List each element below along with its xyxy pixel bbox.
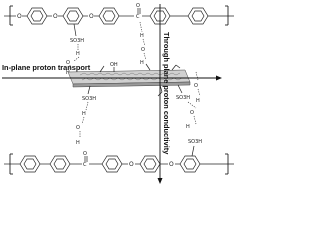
bottom-ether-o-2: O bbox=[169, 161, 174, 168]
top-polymer-chain: O O O C O SO3H H O H bbox=[4, 3, 234, 66]
right-o: O bbox=[194, 83, 198, 89]
right-h: H bbox=[196, 98, 200, 104]
right-o2: O bbox=[190, 110, 194, 116]
top-ether-o-1: O bbox=[17, 13, 22, 20]
top-carbonyl-o: O bbox=[136, 3, 140, 9]
diagram-canvas: O O O C O SO3H H O H bbox=[2, 3, 234, 184]
sheet-oh: OH bbox=[110, 62, 118, 68]
left-lower-o: O bbox=[76, 125, 80, 131]
top-left-h2: H bbox=[66, 70, 70, 76]
right-water-bridge: O H O H bbox=[186, 71, 201, 130]
top-ether-o-2: O bbox=[53, 13, 58, 20]
through-plane-label: Through plane proton conductivity bbox=[162, 32, 171, 155]
through-plane-arrow bbox=[157, 4, 163, 184]
left-lower-water-bridge: H O H bbox=[76, 101, 89, 146]
top-left-h: H bbox=[76, 51, 80, 57]
central-sheet: OH SO3H SO3H bbox=[67, 62, 191, 102]
top-left-o: O bbox=[66, 60, 70, 66]
sheet-so3h-left: SO3H bbox=[82, 96, 96, 102]
top-left-water-bridge: H O H bbox=[66, 44, 80, 76]
top-o-water-1: O bbox=[141, 47, 145, 53]
left-lower-h2: H bbox=[76, 140, 80, 146]
left-lower-h: H bbox=[82, 111, 86, 117]
bottom-polymer-chain: C O O O SO3H bbox=[4, 139, 234, 175]
bottom-ether-o-1: O bbox=[129, 161, 134, 168]
sheet-so3h-right: SO3H bbox=[176, 95, 190, 101]
bottom-carbonyl-c: C bbox=[83, 162, 87, 168]
through-plane-arrowhead bbox=[157, 178, 163, 184]
top-ether-o-3: O bbox=[89, 13, 94, 20]
proton-transport-diagram: O O O C O SO3H H O H bbox=[2, 3, 234, 184]
top-carbonyl-c: C bbox=[136, 14, 140, 20]
right-h2: H bbox=[186, 124, 190, 130]
bottom-so3h: SO3H bbox=[188, 139, 202, 145]
top-so3h-1: SO3H bbox=[70, 38, 84, 44]
in-plane-arrow bbox=[2, 75, 222, 81]
in-plane-arrowhead bbox=[216, 75, 222, 81]
bottom-carbonyl-o: O bbox=[83, 151, 87, 157]
top-h-1: H bbox=[140, 33, 144, 39]
in-plane-label: In-plane proton transport bbox=[2, 63, 91, 72]
top-h-2: H bbox=[140, 60, 144, 66]
